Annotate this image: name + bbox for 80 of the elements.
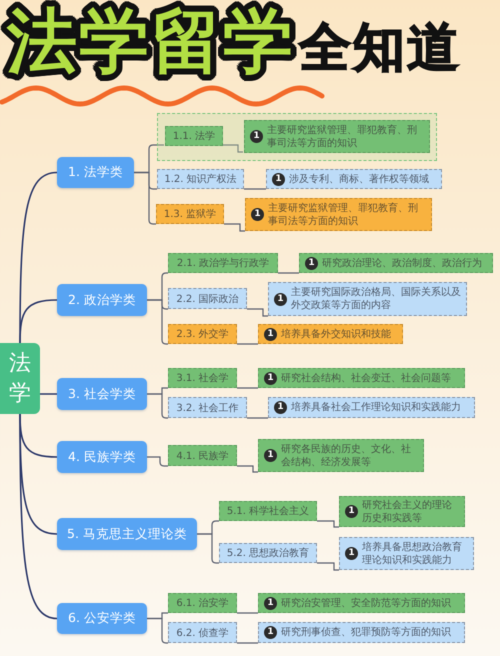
description-text: 研究刑事侦查、犯罪预防等方面的知识	[281, 626, 452, 639]
subtopic-box: 1.2. 知识产权法	[157, 169, 244, 189]
number-badge: 1	[274, 292, 287, 306]
connector-line	[19, 299, 58, 344]
connector-line	[278, 272, 299, 274]
description-text: 研究治安管理、安全防范等方面的知识	[281, 596, 452, 610]
number-badge: 1	[264, 372, 277, 384]
description-box	[258, 622, 465, 643]
topic-box: 6. 公安学类	[57, 603, 147, 634]
description-text: 主要研究国际政治格局、国际关系以及外交政策等方面的内容	[291, 286, 461, 312]
number-badge: 1	[272, 172, 285, 186]
description-text: 主要研究监狱管理、罪犯教育、刑事司法等方面的知识	[267, 124, 418, 150]
description-box	[258, 324, 403, 344]
connector-line	[40, 393, 57, 395]
description-box	[339, 496, 465, 527]
connector-line	[237, 642, 258, 644]
description-box	[339, 537, 474, 570]
description-box	[258, 593, 465, 613]
description-text: 研究社会主义的理论历史和实践等	[362, 498, 453, 524]
connector-line	[244, 188, 266, 190]
number-badge: 1	[345, 505, 358, 518]
description-box	[299, 253, 493, 273]
topic-box: 4. 民族学类	[57, 441, 147, 473]
number-badge: 1	[305, 256, 318, 270]
description-text: 研究政治理论、政治制度、政治行为	[322, 256, 483, 270]
description-text: 主要研究监狱管理、罪犯教育、刑事司法等方面的知识	[268, 202, 419, 228]
subtopic-box: 1.3. 监狱学	[156, 204, 224, 224]
connector-line	[224, 223, 245, 232]
description-text: 培养具备思想政治教育理论知识和实践能力	[362, 540, 463, 566]
subtopic-box: 2.2. 国际政治	[168, 288, 247, 309]
description-text: 涉及专利、商标、著作权等领域	[289, 172, 430, 186]
number-badge: 1	[264, 626, 277, 639]
topic-box: 5. 马克思主义理论类	[57, 518, 197, 550]
subtopic-box: 6.1. 治安学	[168, 593, 237, 613]
description-box	[258, 439, 424, 472]
number-badge: 1	[251, 208, 264, 221]
connector-line	[237, 387, 258, 389]
subtopic-box: 6.2. 侦查学	[168, 622, 237, 643]
subtopic-box: 3.2. 社会工作	[168, 397, 247, 418]
connector-line	[237, 343, 258, 345]
connector-line	[222, 144, 243, 153]
description-box	[245, 198, 432, 231]
subtopic-box: 4.1. 民族学	[168, 445, 237, 466]
number-badge: 1	[250, 130, 263, 143]
connector-line	[134, 172, 156, 225]
number-badge: 1	[345, 547, 358, 560]
number-badge: 1	[264, 596, 277, 610]
description-text: 研究社会结构、社会变迁、社会问题等	[281, 372, 452, 384]
description-box	[266, 169, 442, 189]
connector-line	[197, 533, 219, 564]
subtopic-box: 5.2. 思想政治教育	[219, 543, 317, 563]
description-text: 研究各民族的历史、文化、社会结构、经济发展等	[281, 442, 412, 468]
subtopic-box: 5.1. 科学社会主义	[219, 501, 317, 521]
description-text: 培养具备外交知识和技能	[281, 328, 392, 340]
connector-line	[237, 465, 258, 473]
root-box: 法学	[0, 343, 40, 414]
topic-box: 2. 政治学类	[57, 284, 147, 316]
connector-line	[247, 308, 268, 317]
description-box	[258, 368, 465, 388]
highlight-frame	[157, 113, 437, 161]
description-text: 培养具备社会工作理论知识和实践能力	[291, 401, 462, 414]
title: 法学留学全知道	[6, 2, 462, 84]
subtopic-box: 3.1. 社会学	[168, 368, 237, 388]
topic-box: 3. 社会学类	[57, 378, 147, 410]
subtopic-box: 2.3. 外交学	[168, 324, 237, 344]
connector-line	[147, 456, 168, 467]
connector-line	[237, 612, 258, 614]
description-box	[268, 397, 475, 418]
connector-line	[317, 520, 339, 528]
connector-line	[247, 417, 268, 419]
description-box	[268, 282, 467, 316]
subtopic-box: 2.1. 政治学与行政学	[168, 253, 278, 273]
connector-line	[19, 414, 58, 620]
number-badge: 1	[274, 401, 287, 414]
description-box	[244, 120, 430, 153]
topic-box: 1. 法学类	[57, 157, 134, 188]
number-badge: 1	[264, 449, 277, 462]
number-badge: 1	[264, 328, 277, 340]
subtopic-box: 1.1. 法学	[165, 126, 223, 146]
connector-line	[317, 562, 339, 571]
